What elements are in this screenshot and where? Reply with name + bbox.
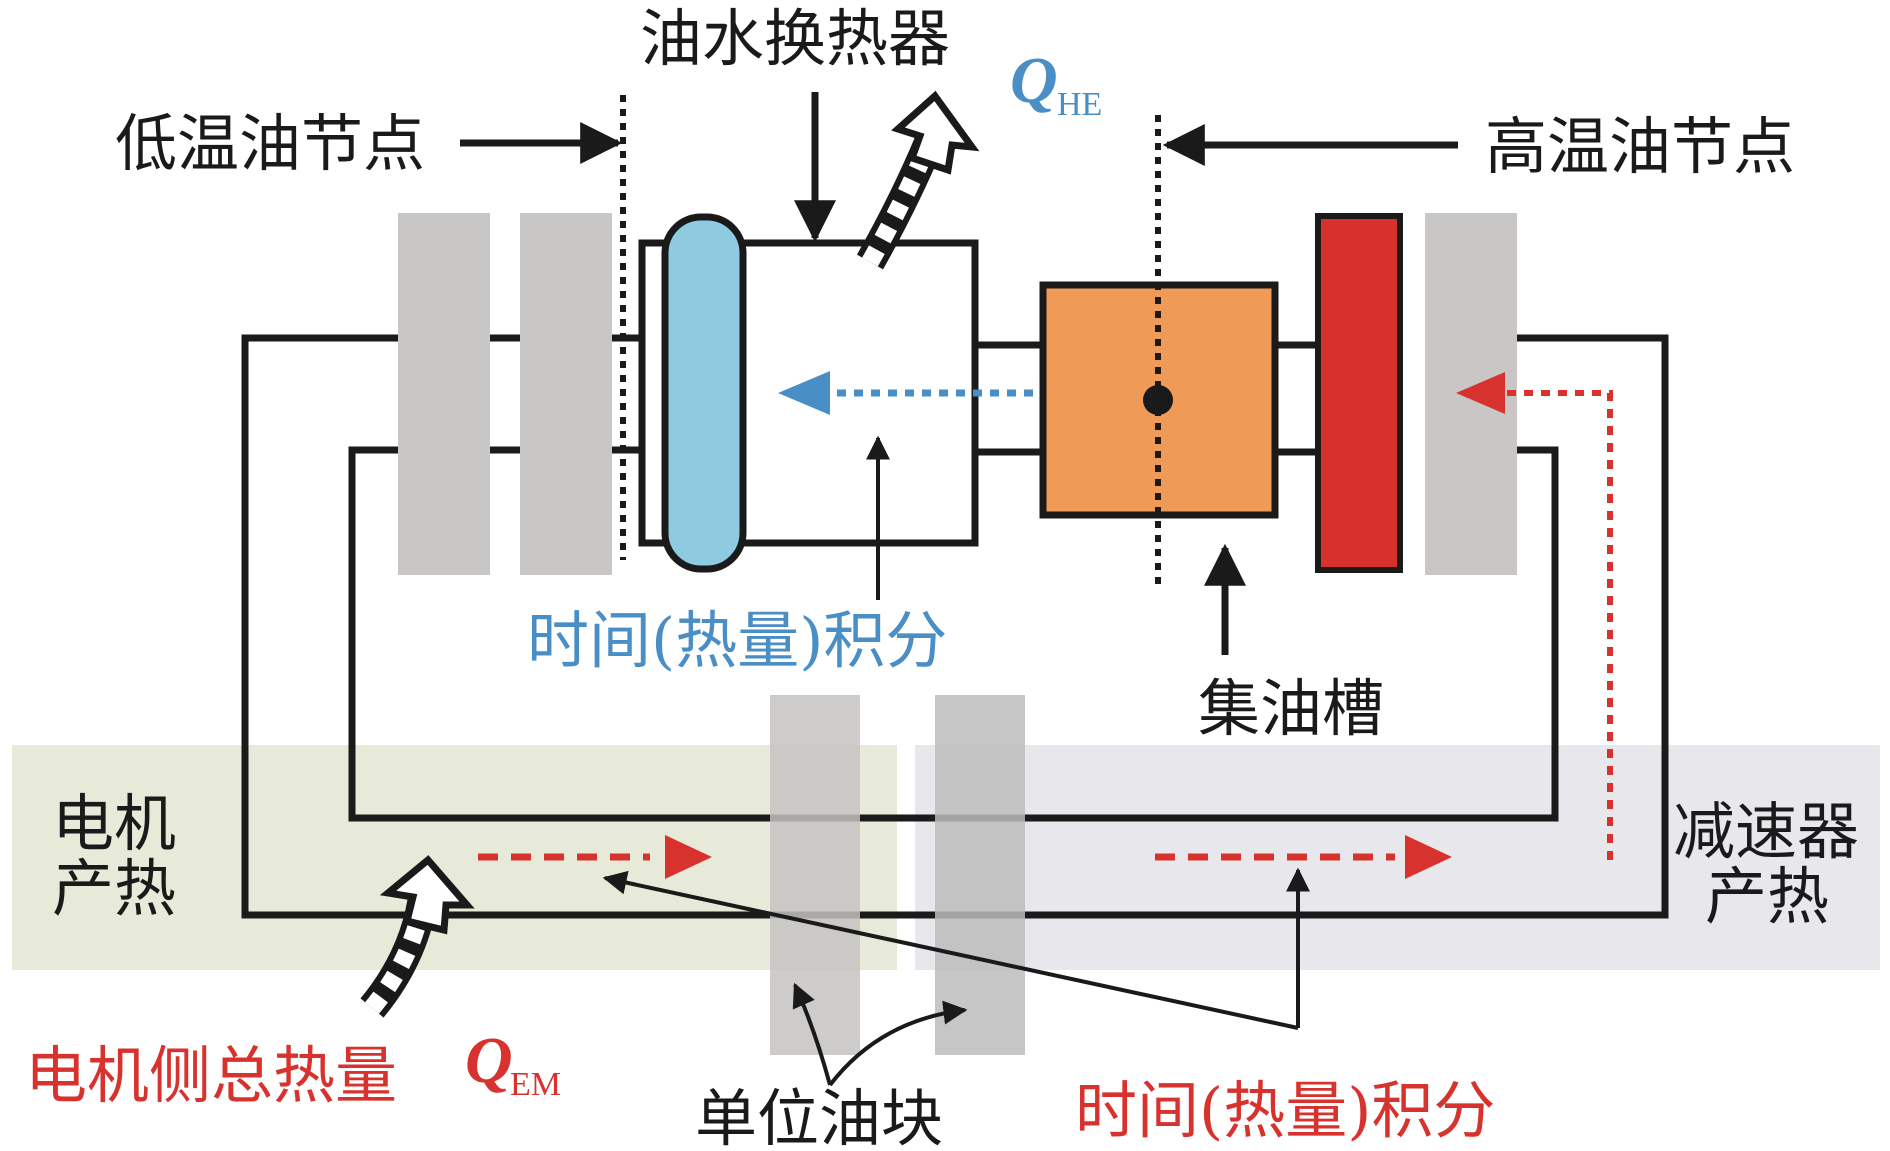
unit-oil-block-label: 单位油块 [695,1082,943,1151]
red-integral-diagonal [602,870,1299,1030]
oil-water-hx-label: 油水换热器 [640,2,950,75]
motor-heat-zone [12,745,897,970]
reducer-bottom-heat-flow-arrowhead [1405,835,1452,879]
q-he-subscript: HE [1057,86,1102,123]
hx-heat-flow-arrowhead [778,371,830,415]
time-integral-blue-label: 时间(热量)积分 [527,604,947,677]
reducer-heat-zone [915,745,1880,970]
high-temp-node-label: 高温油节点 [1485,110,1795,183]
time-integral-red-label: 时间(热量)积分 [1075,1074,1495,1147]
unit-block-pointer-left [792,982,832,1086]
reducer-heater [1315,213,1403,573]
low-temp-node-label: 低温油节点 [115,107,425,180]
q-he-symbol: Q [1010,44,1058,117]
motor-heat-flow-arrowhead [665,835,712,879]
motor-heat-label-2: 产热 [52,852,176,925]
reducer-heat-flow-line [1500,390,1613,860]
motor-heat-label-1: 电机 [52,787,176,860]
reducer-heat-label-1: 减速器 [1673,795,1859,868]
sump-label: 集油槽 [1198,672,1384,745]
oil-block [398,213,490,575]
q-em-symbol: Q [465,1024,513,1097]
heat-in-wavy-arrow [360,855,475,1018]
heat-out-wavy-arrow [856,90,980,270]
motor-total-heat-label: 电机侧总热量 [25,1039,397,1112]
q-em-subscript: EM [510,1066,561,1103]
unit-oil-block [770,695,860,1055]
unit-block-pointer-right [828,1000,968,1087]
reducer-heat-flow-arrowhead [1456,372,1505,414]
heat-exchanger-coolant [661,213,747,573]
unit-oil-block [935,695,1025,1055]
oil-block [520,213,612,575]
reducer-heat-label-2: 产热 [1705,860,1829,933]
